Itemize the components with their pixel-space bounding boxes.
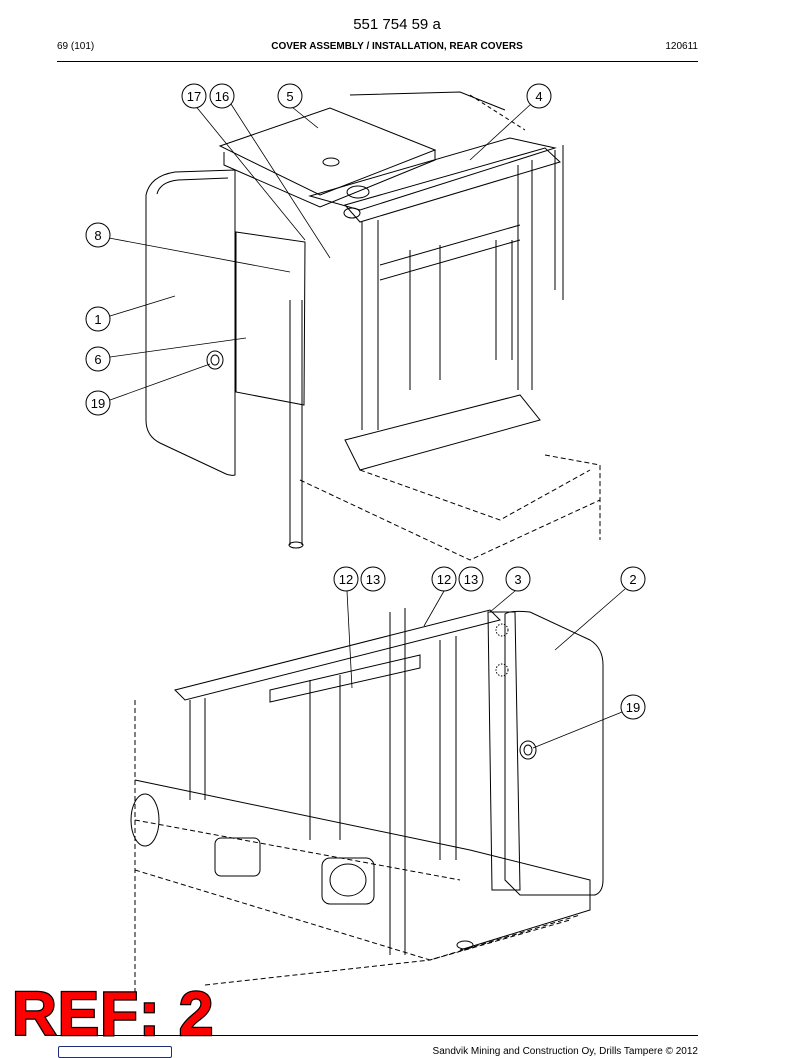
document-date: 120611	[665, 41, 698, 52]
callout-13: 13	[360, 566, 386, 592]
leader-line	[109, 363, 211, 401]
leader-line	[230, 103, 331, 259]
svg-text:16: 16	[215, 89, 229, 104]
svg-text:12: 12	[339, 572, 353, 587]
callout-5: 5	[277, 83, 303, 109]
callout-6: 6	[85, 346, 111, 372]
leader-line	[108, 237, 291, 273]
page-reference: 69 (101)	[57, 41, 95, 52]
leader-line	[193, 103, 306, 241]
upper-callouts: 17 16 5 4 8 1 6 19	[85, 83, 552, 416]
callout-19: 19	[85, 390, 111, 416]
svg-text:17: 17	[187, 89, 201, 104]
svg-text:1: 1	[94, 312, 101, 327]
callout-17: 17	[181, 83, 207, 109]
svg-text:3: 3	[514, 572, 521, 587]
svg-text:12: 12	[437, 572, 451, 587]
svg-text:8: 8	[94, 228, 101, 243]
leader-line	[532, 711, 623, 749]
callout-8: 8	[85, 222, 111, 248]
svg-text:19: 19	[91, 396, 105, 411]
leader-line	[423, 590, 445, 627]
svg-text:13: 13	[366, 572, 380, 587]
leader-line	[469, 103, 532, 161]
callout-2: 2	[620, 566, 646, 592]
document-number: 551 754 59 a	[353, 16, 441, 33]
header-divider	[57, 61, 698, 62]
callout-13: 13	[458, 566, 484, 592]
callout-12: 12	[431, 566, 457, 592]
footer-copyright: Sandvik Mining and Construction Oy, Dril…	[432, 1046, 698, 1057]
callout-16: 16	[209, 83, 235, 109]
leader-line	[109, 337, 247, 358]
leader-line	[291, 106, 319, 129]
callout-12: 12	[333, 566, 359, 592]
leader-line	[489, 590, 516, 613]
svg-text:2: 2	[629, 572, 636, 587]
leader-line	[554, 588, 626, 651]
footer-divider	[57, 1035, 698, 1036]
page-title: COVER ASSEMBLY / INSTALLATION, REAR COVE…	[271, 41, 523, 52]
svg-text:6: 6	[94, 352, 101, 367]
lower-callouts: 12 13 12 13 3 2 19	[333, 566, 646, 749]
lower-assembly-drawing	[130, 608, 604, 1000]
callout-3: 3	[505, 566, 531, 592]
leader-line	[346, 590, 353, 689]
callout-1: 1	[85, 306, 111, 332]
leader-line	[109, 295, 176, 317]
svg-text:4: 4	[535, 89, 542, 104]
svg-text:5: 5	[286, 89, 293, 104]
callout-4: 4	[526, 83, 552, 109]
ref-stamp: REF: 2	[11, 980, 215, 1049]
svg-text:13: 13	[464, 572, 478, 587]
callout-19: 19	[620, 694, 646, 720]
upper-assembly-drawing	[145, 91, 601, 561]
svg-text:19: 19	[626, 700, 640, 715]
